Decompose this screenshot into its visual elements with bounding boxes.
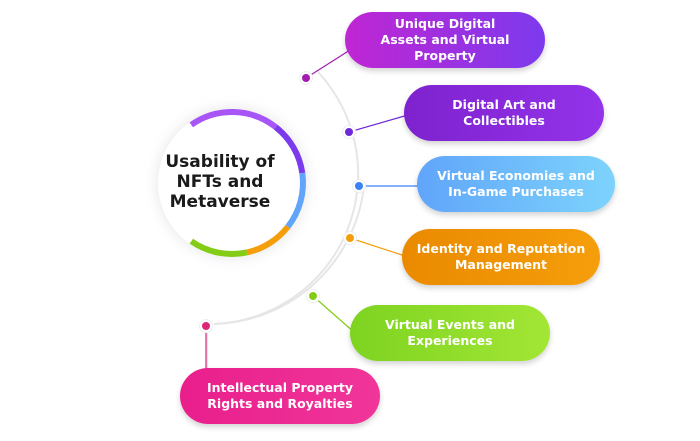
ring-segment-5 [189, 238, 248, 257]
connector-1 [305, 49, 351, 79]
item-1-line-1: Unique Digital [394, 16, 496, 31]
dot-layer [199, 71, 366, 333]
item-2-line-2: Collectibles [463, 113, 545, 128]
ring-segment-4 [246, 224, 291, 256]
dot-6 [202, 322, 210, 330]
dot-4 [346, 234, 354, 242]
item-pill-unique-digital-assets: Unique Digital Assets and Virtual Proper… [345, 12, 545, 68]
center-title-line-1: Usability of [165, 152, 275, 172]
center-title-line-2: NFTs and [176, 172, 264, 192]
dot-3 [355, 182, 363, 190]
ring-segment-2 [273, 124, 306, 174]
dot-5 [309, 292, 317, 300]
item-pill-digital-art: Digital Art and Collectibles [404, 85, 604, 141]
ring-segment-3 [285, 172, 306, 229]
item-3-line-1: Virtual Economies and [437, 168, 595, 183]
item-pill-intellectual-property: Intellectual Property Rights and Royalti… [180, 368, 380, 424]
item-pill-virtual-economies: Virtual Economies and In-Game Purchases [417, 156, 615, 212]
dot-1 [302, 74, 310, 82]
center-title: Usability of NFTs and Metaverse [150, 152, 290, 212]
item-6-line-1: Intellectual Property [206, 380, 354, 395]
connector-2 [348, 114, 409, 133]
item-pill-identity-reputation: Identity and Reputation Management [402, 229, 600, 285]
item-2-line-1: Digital Art and [452, 97, 556, 112]
ring-disc [158, 109, 306, 257]
item-1-line-3: Property [414, 48, 476, 63]
item-4-line-2: Management [454, 257, 547, 272]
item-4-line-1: Identity and Reputation [416, 241, 586, 256]
item-5-line-1: Virtual Events and [385, 317, 515, 332]
center-title-line-3: Metaverse [169, 192, 271, 212]
item-pill-virtual-events: Virtual Events and Experiences [350, 305, 550, 361]
item-1-line-2: Assets and Virtual [380, 32, 510, 47]
connector-layer [205, 49, 420, 380]
item-5-line-2: Experiences [407, 333, 493, 348]
dot-2 [345, 128, 353, 136]
guide-arc-inner [213, 185, 365, 325]
connector-5 [312, 295, 356, 334]
item-6-line-2: Rights and Royalties [207, 396, 353, 411]
ring-segment-1 [189, 109, 278, 130]
item-3-line-2: In-Game Purchases [448, 184, 584, 199]
connector-4 [349, 237, 406, 257]
center-ring [156, 107, 308, 259]
